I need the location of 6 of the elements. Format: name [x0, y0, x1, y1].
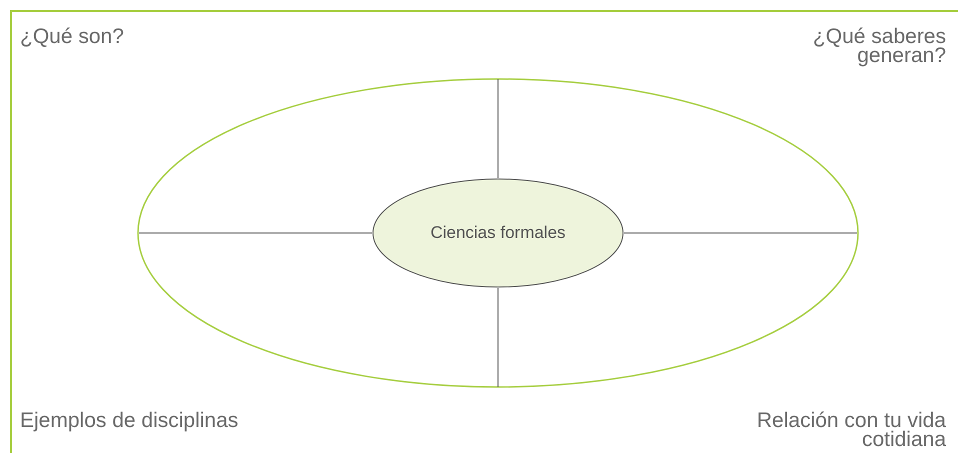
question-label: ¿Qué saberes generan?: [812, 27, 946, 65]
topic-label: Ciencias formales: [430, 223, 566, 243]
question-label: ¿Qué son?: [20, 27, 125, 46]
question-label: Relación con tu vida cotidiana: [756, 411, 946, 449]
question-label: Ejemplos de disciplinas: [20, 411, 240, 430]
center-ellipse: [372, 178, 624, 288]
